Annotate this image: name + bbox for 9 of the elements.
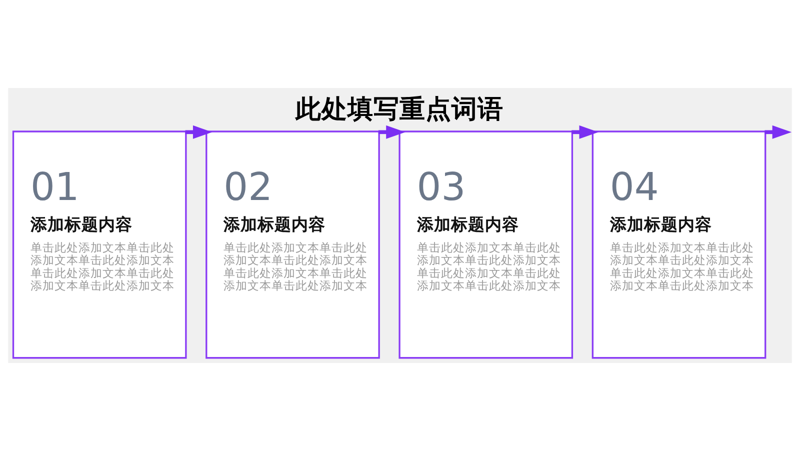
node-box: 03 添加标题内容 单击此处添加文本单击此处添加文本单击此处添加文本单击此处添加文本单击此处添加文本单击此处添加文本	[398, 130, 574, 358]
arrow	[378, 124, 406, 138]
arrow	[764, 124, 792, 138]
arrow	[185, 124, 212, 138]
node-box: 02 添加标题内容 单击此处添加文本单击此处添加文本单击此处添加文本单击此处添加文本单击此处添加文本单击此处添加文本	[206, 130, 380, 358]
arrow	[572, 124, 598, 138]
node-box: 04 添加标题内容 单击此处添加文本单击此处添加文本单击此处添加文本单击此处添加文本单击此处添加文本单击此处添加文本	[592, 130, 766, 358]
node-box: 01 添加标题内容 单击此处添加文本单击此处添加文本单击此处添加文本单击此处添加文本单击此处添加文本单击此处添加文本	[12, 130, 187, 358]
diagram-title: 此处填写重点词语	[296, 94, 504, 124]
